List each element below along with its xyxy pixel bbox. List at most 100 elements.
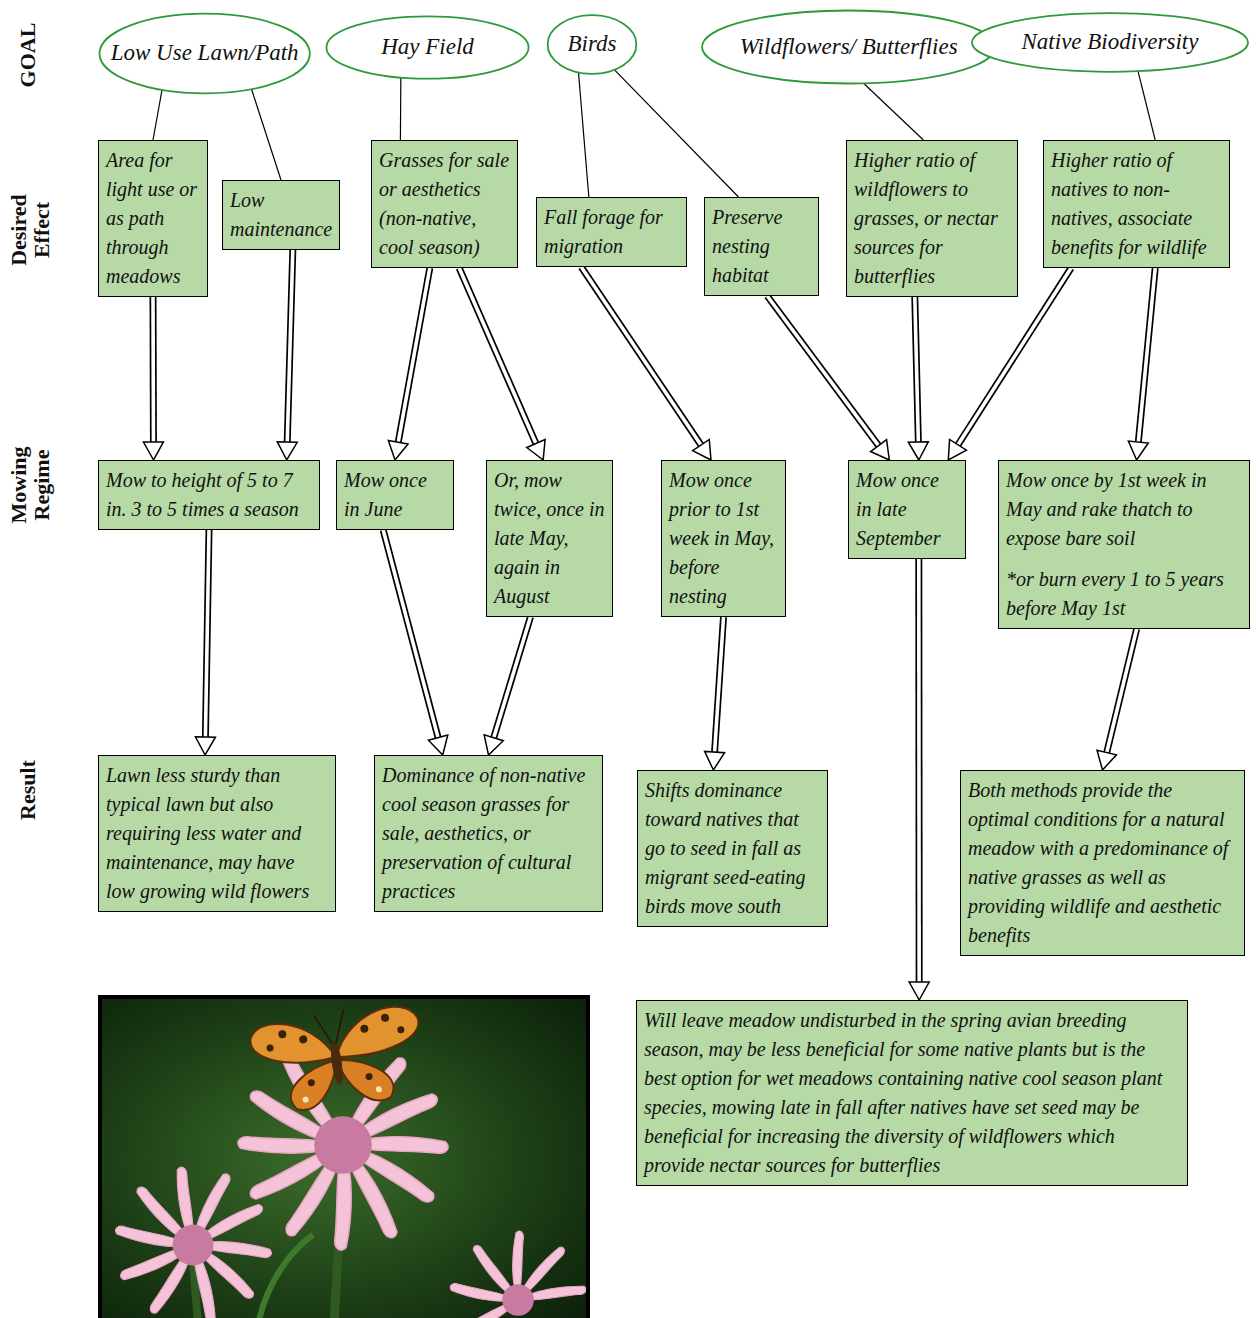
green-box: Grasses for sale or aesthetics (non-nati… xyxy=(371,140,518,268)
green-box: Mow to height of 5 to 7 in. 3 to 5 times… xyxy=(98,460,320,530)
arrow-shaft-fill xyxy=(494,617,531,738)
box-text: Low maintenance xyxy=(230,186,332,244)
oval-shape xyxy=(972,13,1248,72)
goal-text: Wildflowers/ Butterflies xyxy=(736,34,962,60)
arrow-shaft-outline xyxy=(1107,629,1137,753)
box-text: Both methods provide the optimal conditi… xyxy=(968,776,1237,950)
arrow-head xyxy=(143,442,163,460)
arrow-shaft-fill xyxy=(383,530,438,738)
connector-line xyxy=(252,89,281,180)
connector-line xyxy=(1138,71,1155,140)
arrow-shaft-outline xyxy=(581,267,701,445)
arrow-shaft-outline xyxy=(383,530,438,738)
bee-balm-flower xyxy=(114,1166,272,1318)
arrow-shaft-outline xyxy=(398,268,430,442)
arrow-shaft-outline xyxy=(205,530,209,737)
oval-shape xyxy=(702,11,995,84)
arrow-head xyxy=(1128,441,1148,460)
photo-frame xyxy=(98,995,590,1318)
connector-line xyxy=(864,83,924,140)
arrow-shaft-outline xyxy=(1138,268,1155,442)
arrow-head xyxy=(693,439,711,460)
green-box: Will leave meadow undisturbed in the spr… xyxy=(636,1000,1188,1186)
connector-line xyxy=(579,72,589,197)
arrow-head xyxy=(484,735,503,755)
oval-shape xyxy=(326,16,528,78)
leaf xyxy=(258,1235,313,1318)
arrow-head xyxy=(527,440,545,460)
hollow-arrow xyxy=(1128,268,1155,460)
goal-text: Low Use Lawn/Path xyxy=(107,40,303,66)
hollow-arrow xyxy=(195,530,215,755)
connector-line xyxy=(864,83,924,140)
arrow-head xyxy=(909,982,929,1000)
arrow-shaft-fill xyxy=(581,267,701,445)
arrow-shaft-outline xyxy=(915,559,922,982)
box-text: Higher ratio of wildflowers to grasses, … xyxy=(854,146,1010,291)
box-text: Mow once prior to 1st week in May, befor… xyxy=(669,466,778,611)
butterfly xyxy=(248,999,429,1117)
hollow-arrow xyxy=(484,617,530,755)
box-text: Grasses for sale or aesthetics (non-nati… xyxy=(379,146,510,262)
row-heading: Mowing Regime xyxy=(7,439,53,531)
arrow-shaft-fill xyxy=(151,297,155,442)
box-text: Preserve nesting habitat xyxy=(712,203,811,290)
arrow-head xyxy=(705,751,725,770)
arrow-head xyxy=(908,442,928,460)
box-text: Mow to height of 5 to 7 in. 3 to 5 times… xyxy=(106,466,312,524)
green-box: Higher ratio of natives to non-natives, … xyxy=(1043,140,1230,268)
green-box: Low maintenance xyxy=(222,180,340,250)
goal-text: Birds xyxy=(564,31,621,57)
green-box: Both methods provide the optimal conditi… xyxy=(960,770,1245,956)
arrow-shaft-fill xyxy=(915,297,919,442)
butterfly-photo xyxy=(98,995,590,1318)
connector-line xyxy=(252,89,281,180)
row-heading: Result xyxy=(16,744,39,836)
green-box: Higher ratio of wildflowers to grasses, … xyxy=(846,140,1018,297)
arrow-shaft-fill xyxy=(1107,629,1137,753)
box-text: Will leave meadow undisturbed in the spr… xyxy=(644,1006,1180,1180)
arrow-shaft-fill xyxy=(205,530,209,737)
arrow-head xyxy=(277,442,297,460)
green-box: Mow once prior to 1st week in May, befor… xyxy=(661,460,786,617)
oval-shape xyxy=(99,14,309,94)
arrow-head xyxy=(428,735,447,755)
goal-oval: Hay Field xyxy=(325,15,530,80)
arrow-shaft-fill xyxy=(1138,268,1155,442)
box-text: Mow once by 1st week in May and rake tha… xyxy=(1006,466,1242,553)
arrow-shaft-outline xyxy=(767,296,878,446)
hollow-arrow xyxy=(581,267,711,460)
green-box: Shifts dominance toward natives that go … xyxy=(637,770,828,927)
box-text: Lawn less sturdy than typical lawn but a… xyxy=(106,761,328,906)
arrow-shaft-fill xyxy=(917,559,921,982)
arrow-head xyxy=(871,440,890,460)
connector-line xyxy=(1138,71,1155,140)
goal-text: Hay Field xyxy=(377,34,478,60)
row-heading: Desired Effect xyxy=(7,184,53,276)
goal-oval: Birds xyxy=(547,14,637,75)
arrow-shaft-fill xyxy=(459,268,536,444)
arrow-shaft-outline xyxy=(150,297,157,442)
bee-balm-flower xyxy=(449,1231,586,1318)
green-box: Lawn less sturdy than typical lawn but a… xyxy=(98,755,336,912)
hollow-arrow xyxy=(277,250,297,460)
arrow-head xyxy=(388,441,408,460)
green-box: Or, mow twice, once in late May, again i… xyxy=(486,460,613,617)
arrow-shaft-outline xyxy=(287,250,293,442)
box-text: Higher ratio of natives to non-natives, … xyxy=(1051,146,1222,262)
connector-line xyxy=(153,90,162,140)
hollow-arrow xyxy=(143,297,163,460)
arrow-shaft-outline xyxy=(459,268,536,444)
hollow-arrow xyxy=(705,617,725,770)
box-text: Shifts dominance toward natives that go … xyxy=(645,776,820,921)
arrow-shaft-fill xyxy=(767,296,878,446)
hollow-arrow xyxy=(459,268,545,460)
arrow-shaft-outline xyxy=(494,617,531,738)
box-text: Or, mow twice, once in late May, again i… xyxy=(494,466,605,611)
oval-shape xyxy=(548,15,637,74)
arrow-shaft-fill xyxy=(715,617,724,752)
green-box: Mow once by 1st week in May and rake tha… xyxy=(998,460,1250,629)
arrow-shaft-fill xyxy=(287,250,293,442)
arrow-shaft-outline xyxy=(915,297,919,442)
